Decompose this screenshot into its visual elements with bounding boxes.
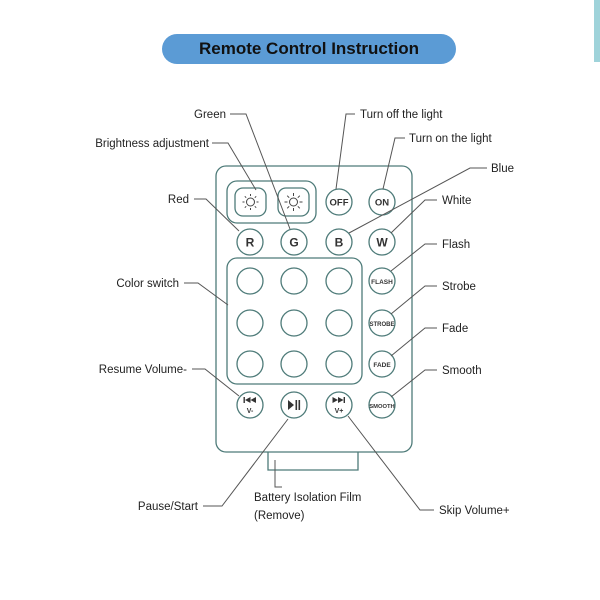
- green-button-label: G: [289, 236, 298, 250]
- turn-on-label: Turn on the light: [409, 133, 492, 145]
- blue-button-label: B: [335, 236, 344, 250]
- green-label: Green: [194, 109, 226, 121]
- flash-label: Flash: [442, 239, 470, 251]
- fade-button[interactable]: [368, 350, 396, 378]
- skip-volume-label: Skip Volume+: [439, 505, 510, 517]
- strobe-button-label: STROBE: [369, 322, 394, 328]
- color-button-2[interactable]: [280, 267, 308, 295]
- smooth-button[interactable]: [368, 391, 396, 419]
- off-button-label: OFF: [330, 198, 349, 209]
- skip-forward-icon: [332, 397, 345, 403]
- brightness-down-button[interactable]: [234, 187, 267, 217]
- turn-on-leader: [382, 137, 405, 190]
- color-button-8[interactable]: [280, 350, 308, 378]
- remote-body: [215, 165, 413, 453]
- color-button-3[interactable]: [325, 267, 353, 295]
- color-button-1[interactable]: [236, 267, 264, 295]
- fade-leader: [390, 327, 437, 357]
- blue-button[interactable]: [325, 228, 353, 256]
- flash-leader: [390, 243, 437, 272]
- v-plus-label: V+: [335, 408, 344, 415]
- color-button-6[interactable]: [325, 309, 353, 337]
- white-button-label: W: [376, 236, 388, 250]
- play-pause-icon: [288, 400, 301, 410]
- blue-label: Blue: [491, 163, 514, 175]
- strobe-button[interactable]: [368, 309, 396, 337]
- sun-bright-icon: [284, 193, 303, 211]
- skip-back-icon: [243, 397, 256, 403]
- off-button[interactable]: [325, 188, 353, 216]
- smooth-button-label: SMOOTH: [369, 404, 394, 410]
- sun-dim-icon: [242, 194, 259, 210]
- red-button[interactable]: [236, 228, 264, 256]
- white-leader: [390, 199, 437, 234]
- red-label: Red: [168, 194, 189, 206]
- red-button-label: R: [246, 236, 255, 250]
- smooth-leader: [390, 369, 437, 398]
- color-button-7[interactable]: [236, 350, 264, 378]
- battery-label-line1: Battery Isolation Film: [254, 492, 361, 504]
- color-switch-label: Color switch: [116, 278, 179, 290]
- battery-tab: [267, 452, 359, 471]
- skip-volume-leader: [347, 415, 434, 511]
- brightness-leader: [212, 142, 257, 191]
- color-switch-group: [226, 257, 363, 385]
- on-button-label: ON: [375, 198, 389, 209]
- color-button-9[interactable]: [325, 350, 353, 378]
- white-label: White: [442, 195, 471, 207]
- smooth-label: Smooth: [442, 365, 482, 377]
- resume-volume-leader: [192, 368, 240, 397]
- color-button-5[interactable]: [280, 309, 308, 337]
- leader-lines: [184, 113, 487, 511]
- color-switch-leader: [184, 282, 229, 306]
- turn-off-label: Turn off the light: [360, 109, 443, 121]
- color-button-4[interactable]: [236, 309, 264, 337]
- brightness-up-button[interactable]: [277, 187, 310, 217]
- flash-button-label: FLASH: [371, 279, 393, 286]
- turn-off-leader: [335, 113, 355, 190]
- brightness-label: Brightness adjustment: [95, 138, 210, 150]
- page-title: Remote Control Instruction: [162, 34, 456, 64]
- green-leader: [230, 113, 291, 230]
- fade-label: Fade: [442, 323, 468, 335]
- red-leader: [194, 198, 240, 232]
- flash-button[interactable]: [368, 267, 396, 295]
- blue-leader: [348, 167, 487, 234]
- strobe-leader: [390, 285, 437, 315]
- battery-leader: [274, 460, 282, 488]
- strobe-label: Strobe: [442, 281, 476, 293]
- fade-button-label: FADE: [373, 362, 391, 369]
- battery-label-line2: (Remove): [254, 510, 305, 522]
- resume-volume-label: Resume Volume-: [99, 364, 187, 376]
- edge-accent-bar: [594, 0, 600, 62]
- pause-start-label: Pause/Start: [138, 501, 199, 513]
- green-button[interactable]: [280, 228, 308, 256]
- white-button[interactable]: [368, 228, 396, 256]
- pause-start-leader: [203, 418, 289, 507]
- v-minus-label: V-: [247, 408, 254, 415]
